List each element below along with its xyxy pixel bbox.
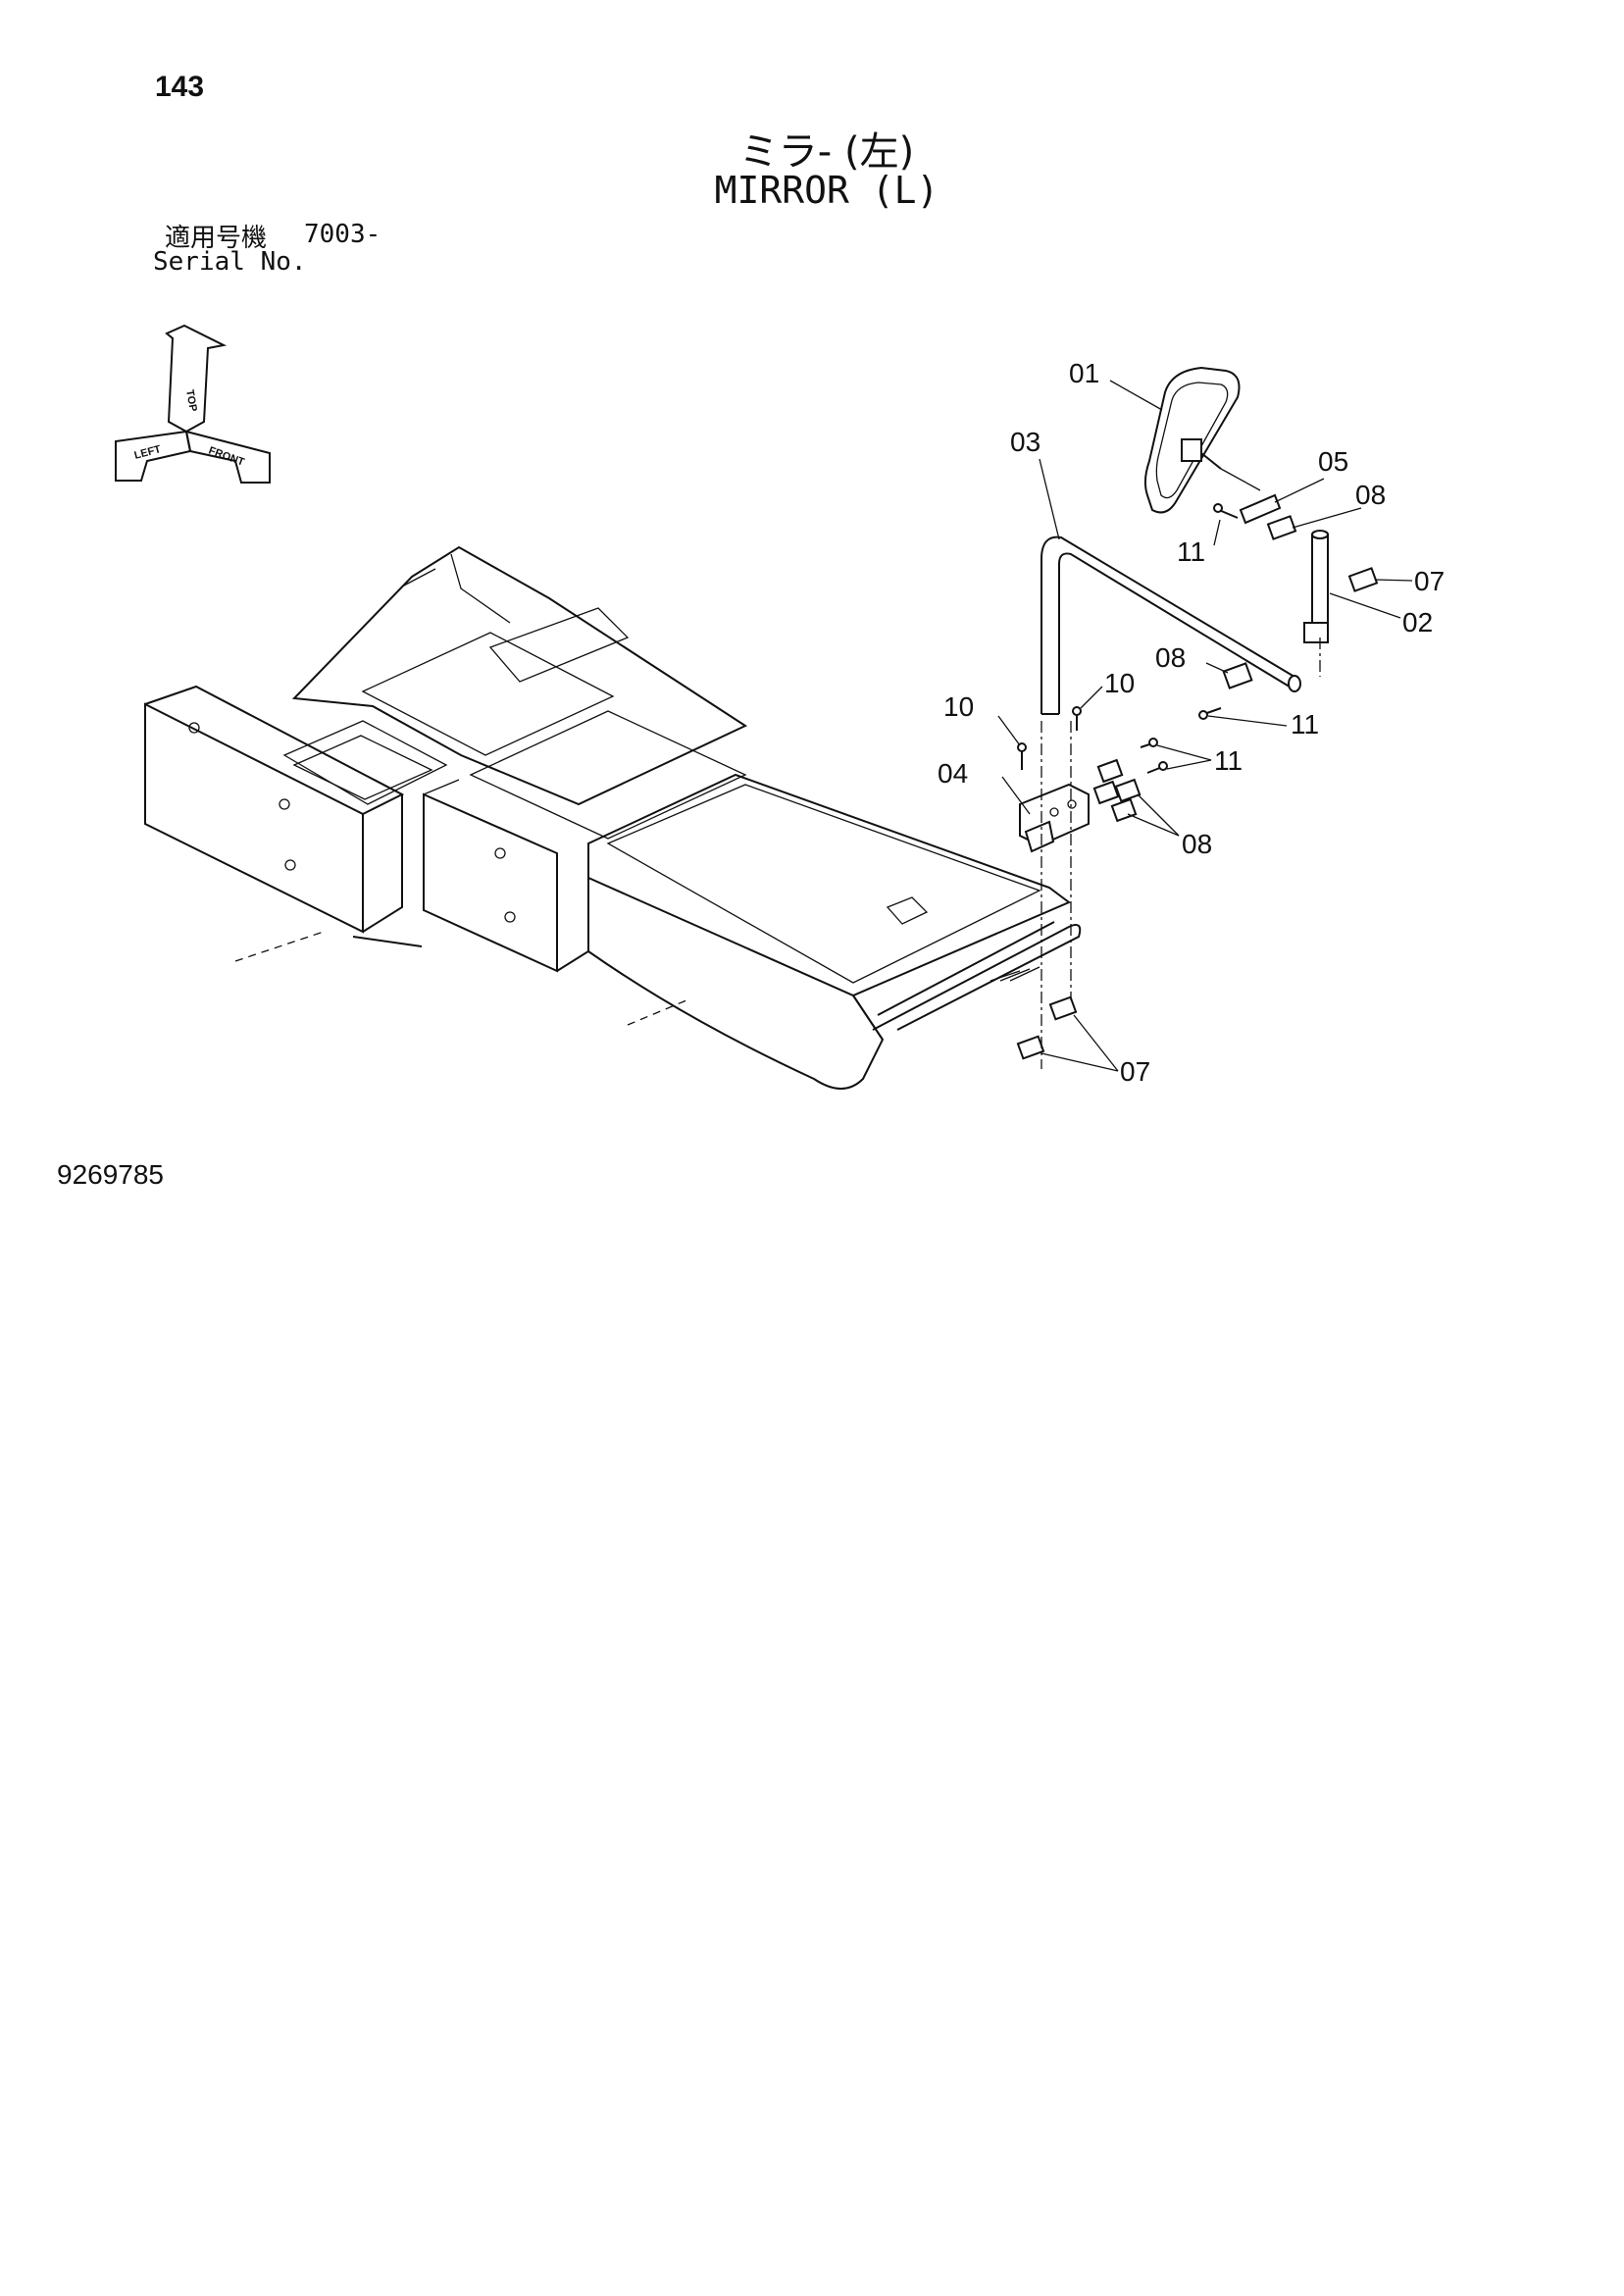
callout-labels: 01 03 05 08 11 07 02 08 10 10 11 11 04 0…: [938, 358, 1445, 1087]
serial-value: 7003-: [304, 220, 381, 249]
orientation-front-label: FRONT: [207, 445, 246, 469]
bolt-parts: [1017, 503, 1239, 774]
callout-10-left: 10: [943, 691, 974, 722]
machine-frame: [144, 545, 1082, 1090]
serial-label: Serial No.: [153, 247, 307, 277]
mirror-part: [1143, 366, 1261, 514]
serial-label-japanese: 適用号機: [165, 224, 268, 253]
page-number: 143: [155, 71, 205, 103]
pole-part: [1303, 530, 1329, 643]
holder-part-05: [1239, 493, 1282, 525]
callout-07-top: 07: [1414, 566, 1445, 596]
callout-07-bottom: 07: [1120, 1056, 1150, 1087]
bracket-part: [1019, 783, 1090, 853]
assembly-lines: [1040, 638, 1321, 1069]
orientation-symbol: TOP LEFT FRONT: [115, 324, 271, 484]
callout-05: 05: [1318, 446, 1348, 477]
orientation-top-label: TOP: [183, 388, 199, 412]
callout-08-top: 08: [1355, 480, 1386, 510]
callout-11-bottom: 11: [1214, 745, 1243, 776]
drawing-number: 9269785: [57, 1159, 165, 1190]
callout-08-middle: 08: [1155, 642, 1186, 673]
page-title-japanese: ミラ- (左): [738, 129, 915, 175]
page-title: MIRROR (L): [714, 169, 939, 212]
callout-03: 03: [1010, 427, 1040, 457]
leader-lines: [997, 380, 1413, 1072]
callout-11-middle: 11: [1291, 709, 1319, 740]
callout-01: 01: [1069, 358, 1099, 388]
clamp-parts: [1092, 515, 1297, 823]
callout-11-top: 11: [1177, 536, 1205, 567]
callout-08-bottom: 08: [1182, 829, 1212, 859]
callout-04: 04: [938, 758, 968, 789]
bar-part: [1040, 536, 1301, 715]
exploded-parts-drawing: TOP LEFT FRONT: [115, 324, 1445, 1090]
callout-02: 02: [1402, 607, 1433, 638]
clamp-parts-07: [1016, 567, 1379, 1060]
callout-10-right: 10: [1104, 668, 1135, 698]
